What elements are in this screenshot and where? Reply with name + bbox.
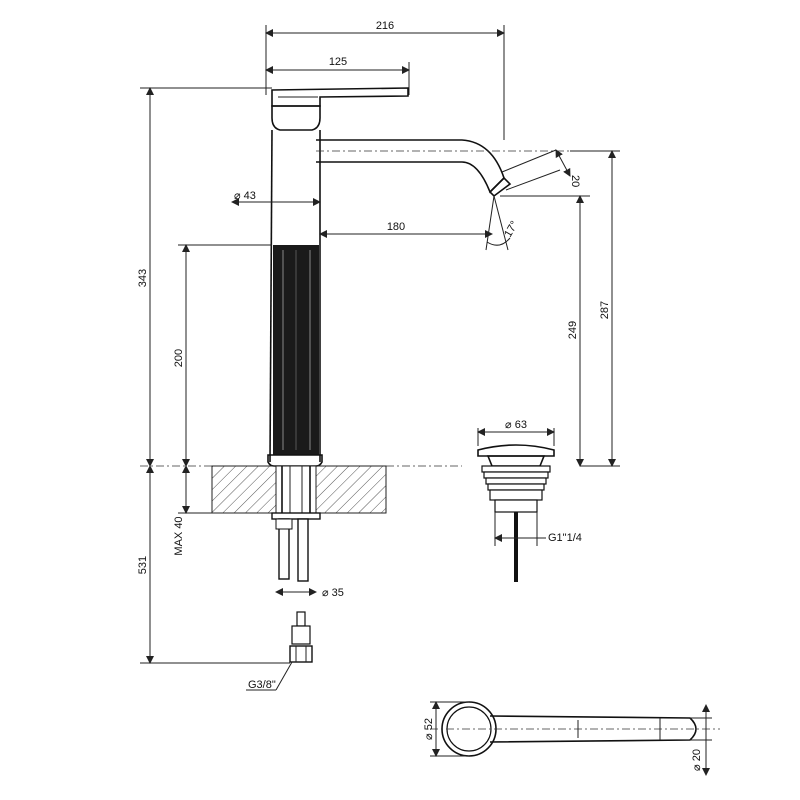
dim-lever-width: 125: [265, 56, 410, 95]
dim-label-angle: 17°: [502, 219, 521, 239]
dim-label-200: 200: [173, 349, 185, 367]
dim-label-287: 287: [599, 301, 611, 319]
dim-angle: 17°: [485, 195, 521, 251]
top-view: ⌀ 52 ⌀ 20: [423, 701, 720, 776]
dim-total-height: 343: [137, 87, 272, 467]
dim-outlet-height: 249: [500, 195, 590, 467]
dim-label-531: 531: [137, 556, 149, 574]
dim-overall-width: 216: [265, 20, 505, 140]
dim-label-35: ⌀ 35: [322, 587, 344, 599]
dim-spout-dia: 20: [501, 149, 581, 191]
dim-label-249: 249: [567, 321, 579, 339]
dim-shank-dia: ⌀ 35: [275, 587, 344, 599]
dim-waste-thread: G1"1/4: [494, 512, 582, 546]
dim-below-deck: 531: [137, 465, 290, 664]
dim-label-180: 180: [387, 221, 405, 233]
dim-label-343: 343: [137, 269, 149, 287]
pop-up-waste: ⌀ 63: [477, 419, 555, 582]
dim-max-deck: MAX 40: [173, 465, 212, 556]
mixer-spout: [316, 139, 570, 198]
dim-body-dia: ⌀ 43: [231, 190, 321, 206]
dim-spout-height: 287: [570, 150, 620, 467]
mixer-body: [267, 87, 409, 467]
dim-label-125: 125: [329, 56, 347, 68]
dim-label-52: ⌀ 52: [423, 718, 435, 740]
dim-label-20-spout: 20: [569, 175, 581, 187]
dim-label-20-top: ⌀ 20: [691, 749, 703, 771]
dim-label-63: ⌀ 63: [505, 419, 527, 431]
dim-body-height: 200: [173, 244, 272, 467]
dim-label-max-40: MAX 40: [173, 516, 185, 555]
countertop-section: [211, 465, 387, 582]
dim-label-body-dia: ⌀ 43: [234, 190, 256, 202]
dim-label-g114: G1"1/4: [548, 532, 582, 544]
dim-label-216: 216: [376, 20, 394, 32]
inlet-fitting: G3/8": [246, 611, 313, 691]
dim-spout-reach: 180: [319, 221, 493, 238]
dim-label-g38: G3/8": [248, 679, 276, 691]
